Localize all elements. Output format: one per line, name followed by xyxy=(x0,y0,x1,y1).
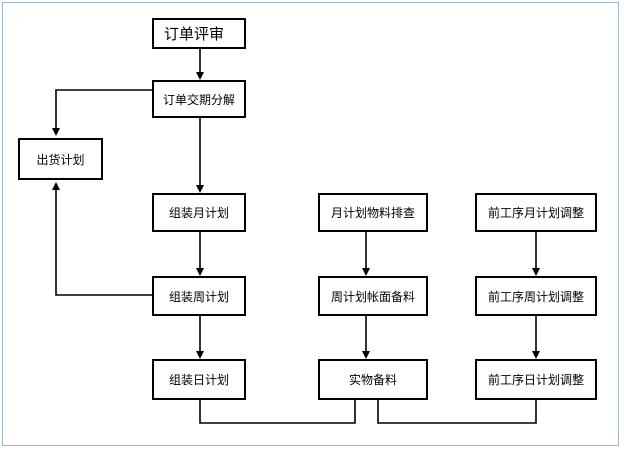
node-monthly-material-check-label: 月计划物料排查 xyxy=(330,206,415,220)
node-pre-process-daily-adjust-label: 前工序日计划调整 xyxy=(487,373,584,387)
node-pre-process-weekly-adjust: 前工序周计划调整 xyxy=(475,276,597,316)
node-weekly-book-material: 周计划帐面备料 xyxy=(318,276,428,316)
arrowhead-weekly-to-daily xyxy=(196,351,204,359)
node-assembly-daily-plan: 组装日计划 xyxy=(152,359,246,400)
node-weekly-book-material-label: 周计划帐面备料 xyxy=(330,289,415,304)
node-assembly-daily-plan-label: 组装日计划 xyxy=(168,373,229,387)
node-pre-process-monthly-adjust-label: 前工序月计划调整 xyxy=(487,206,584,220)
arrowhead-material-check-to-book xyxy=(362,268,370,276)
node-assembly-monthly-plan: 组装月计划 xyxy=(152,193,246,232)
node-physical-material: 实物备料 xyxy=(318,359,428,400)
node-assembly-weekly-plan-label: 组装周计划 xyxy=(168,289,229,304)
arrowhead-review-to-split xyxy=(196,72,204,80)
node-pre-process-monthly-adjust: 前工序月计划调整 xyxy=(475,193,597,232)
bracket-daily-to-physical xyxy=(199,400,356,424)
node-shipping-plan: 出货计划 xyxy=(18,138,103,180)
node-order-delivery-split-label: 订单交期分解 xyxy=(162,92,235,107)
arrowhead-pre-weekly-to-daily xyxy=(532,351,540,359)
arrowhead-split-to-monthly xyxy=(196,185,204,193)
arrowhead-book-to-physical xyxy=(362,351,370,359)
node-order-delivery-split: 订单交期分解 xyxy=(152,80,246,118)
node-pre-process-weekly-adjust-label: 前工序周计划调整 xyxy=(487,289,584,304)
arrowhead-pre-monthly-to-weekly xyxy=(532,268,540,276)
node-monthly-material-check: 月计划物料排查 xyxy=(318,193,428,232)
node-order-review-label: 订单评审 xyxy=(164,25,225,43)
node-shipping-plan-label: 出货计划 xyxy=(36,152,85,167)
arrowhead-weekly-to-shipping xyxy=(52,182,60,190)
bracket-physical-to-pre-daily xyxy=(377,400,537,424)
arrowhead-split-to-shipping xyxy=(52,128,60,136)
arrow-split-to-shipping xyxy=(55,89,152,128)
node-order-review: 订单评审 xyxy=(152,18,246,49)
node-physical-material-label: 实物备料 xyxy=(348,373,397,387)
node-assembly-monthly-plan-label: 组装月计划 xyxy=(168,206,229,220)
node-assembly-weekly-plan: 组装周计划 xyxy=(152,276,246,316)
arrow-weekly-to-shipping xyxy=(55,190,152,296)
arrowhead-monthly-to-weekly xyxy=(196,268,204,276)
node-pre-process-daily-adjust: 前工序日计划调整 xyxy=(475,359,597,400)
